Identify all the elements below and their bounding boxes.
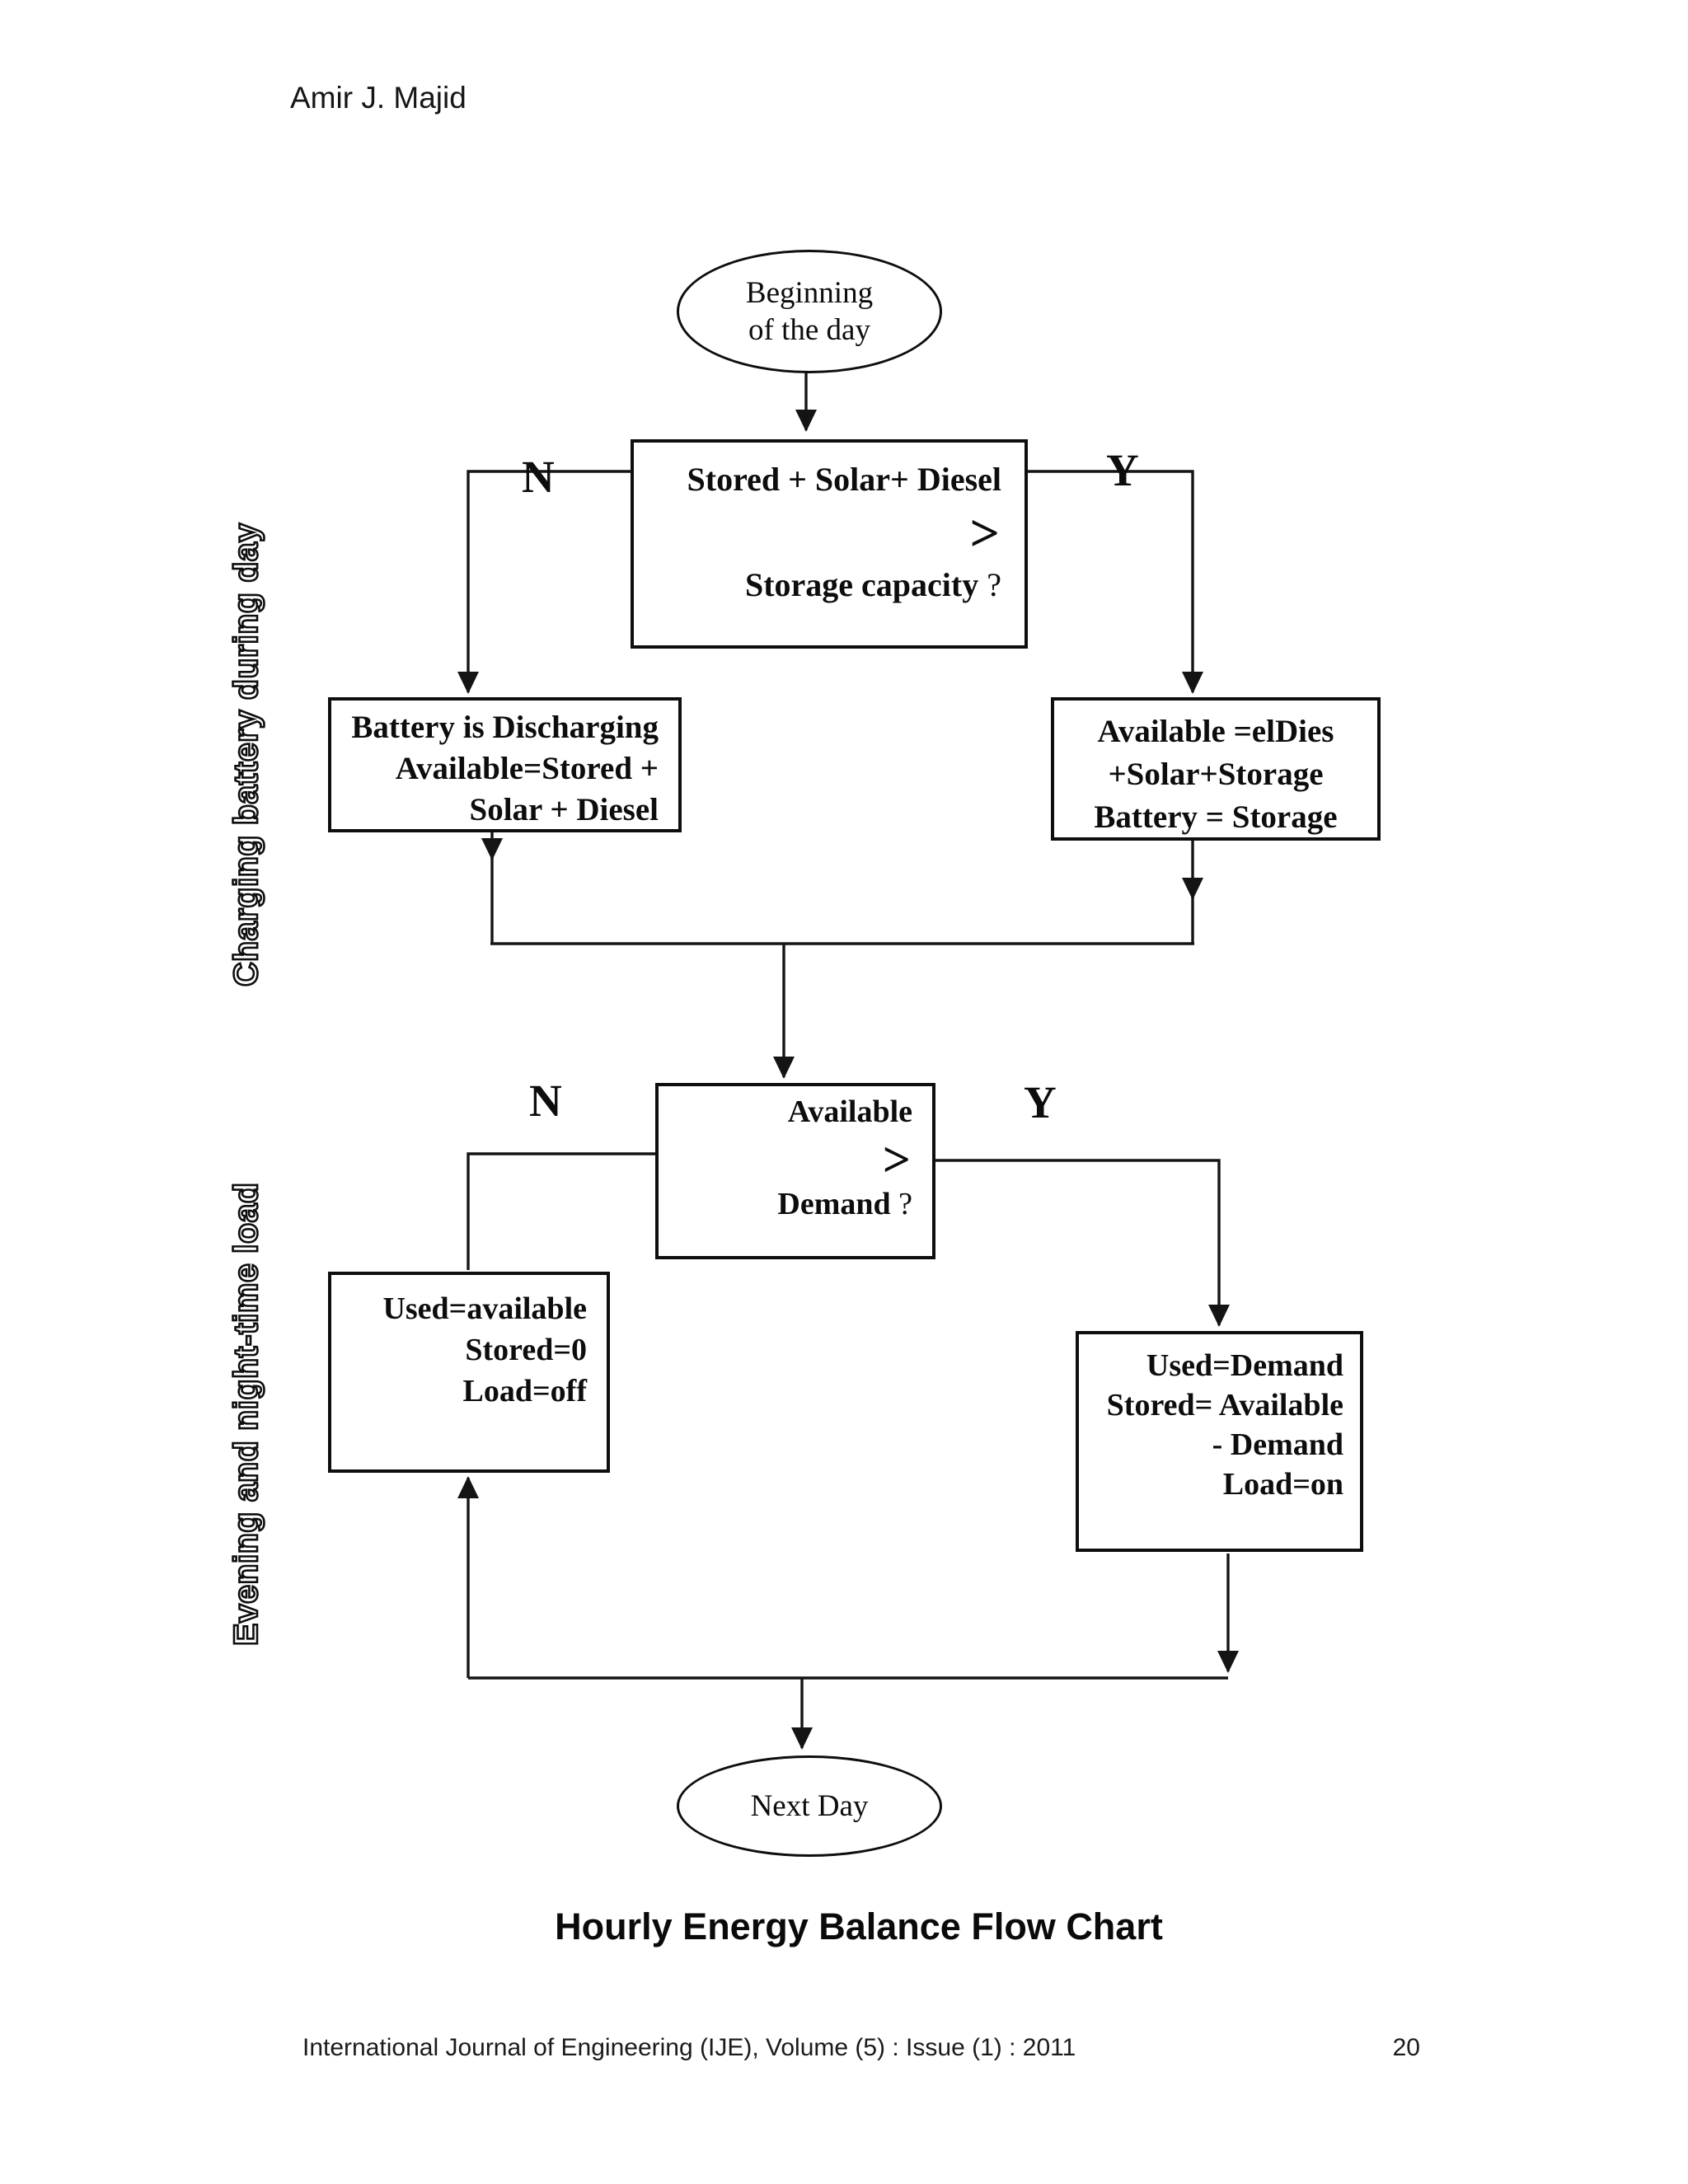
start-label-line1: Beginning <box>745 276 874 310</box>
load-on-line4: Load=on <box>1222 1467 1343 1502</box>
footer-page-number: 20 <box>1392 2034 1420 2061</box>
decision1-storage-capacity: Stored + Solar+ Diesel > Storage capacit… <box>631 439 1028 649</box>
load-on-line2: Stored= Available <box>1106 1388 1343 1422</box>
available-storage-line3: Battery = Storage <box>1094 799 1338 835</box>
branch2-yes-label: Y <box>1024 1077 1057 1127</box>
arrow-decision1-no <box>457 470 631 694</box>
available-storage-line1: Available =elDies <box>1097 714 1334 749</box>
decision1-expression: Stored + Solar+ Diesel <box>687 461 1001 498</box>
start-terminator: Beginning of the day <box>677 250 942 373</box>
load-off-line3: Load=off <box>462 1374 587 1408</box>
arrow-decision1-yes <box>1028 470 1203 694</box>
greater-than-symbol-2: > <box>882 1132 911 1187</box>
end-label: Next Day <box>750 1789 869 1823</box>
load-on-line3: - Demand <box>1212 1427 1343 1462</box>
decision1-comparand: Storage capacity ? <box>642 565 1001 606</box>
branch1-no-label: N <box>522 452 555 502</box>
decision2-question-mark: ? <box>898 1187 912 1221</box>
line-decision2-no <box>467 1152 655 1270</box>
process-load-off: Used=available Stored=0 Load=off <box>328 1272 610 1473</box>
process-battery-discharging: Battery is Discharging Available=Stored … <box>328 697 682 832</box>
branch2-no-label: N <box>529 1076 562 1126</box>
footer-journal: International Journal of Engineering (IJ… <box>302 2034 1076 2061</box>
decision1-comparand-text: Storage capacity <box>744 566 979 603</box>
decision2-comparand: Demand ? <box>667 1185 912 1223</box>
process-available-storage: Available =elDies +Solar+Storage Battery… <box>1051 697 1381 841</box>
author-name: Amir J. Majid <box>290 81 467 115</box>
load-on-line1: Used=Demand <box>1146 1348 1343 1383</box>
start-label-line2: of the day <box>748 313 870 347</box>
greater-than-symbol: > <box>969 504 1000 562</box>
load-off-line1: Used=available <box>382 1291 587 1326</box>
decision2-expression: Available <box>787 1094 912 1129</box>
decision1-question-mark: ? <box>987 566 1001 603</box>
decision2-comparand-text: Demand <box>777 1187 891 1221</box>
process-load-on: Used=Demand Stored= Available - Demand L… <box>1076 1331 1363 1552</box>
available-storage-line2: +Solar+Storage <box>1108 757 1324 792</box>
page-footer: International Journal of Engineering (IJ… <box>302 2034 1420 2062</box>
end-terminator: Next Day <box>677 1755 942 1857</box>
battery-discharging-line3: Solar + Diesel <box>469 792 659 827</box>
figure-caption: Hourly Energy Balance Flow Chart <box>555 1905 1163 1947</box>
battery-discharging-line1: Battery is Discharging <box>351 710 659 745</box>
decision2-available-demand: Available > Demand ? <box>655 1083 935 1259</box>
battery-discharging-line2: Available=Stored + <box>395 751 659 786</box>
arrow-decision2-yes <box>934 1159 1230 1327</box>
branch1-yes-label: Y <box>1106 445 1139 495</box>
load-off-line2: Stored=0 <box>465 1333 587 1367</box>
